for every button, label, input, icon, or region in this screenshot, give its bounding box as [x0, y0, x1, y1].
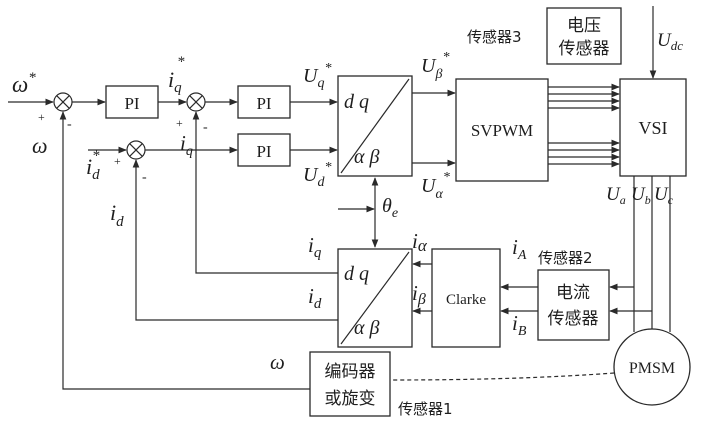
- ub-label: Ub: [631, 184, 651, 207]
- park-iq-label: iq: [308, 233, 322, 261]
- uc-label: Uc: [654, 184, 674, 207]
- q-current-sum-junction: [186, 92, 206, 112]
- pi-speed-label: PI: [124, 94, 139, 113]
- voltage-sensor-line2: 传感器: [559, 39, 610, 59]
- pi-speed-block: [105, 85, 159, 119]
- q-sum-plus: +: [176, 116, 183, 130]
- d-current-sum-junction: [126, 140, 146, 160]
- ibeta-label: iβ: [412, 281, 426, 308]
- sensor3-tag: 传感器3: [467, 28, 522, 46]
- speed-sum-minus: -: [67, 117, 72, 132]
- pmsm-label: PMSM: [629, 360, 675, 377]
- udc-label: Udc: [657, 30, 683, 53]
- encoder-block: [309, 351, 391, 417]
- vsi-block: [619, 78, 687, 177]
- current-sensor-line2: 传感器: [548, 309, 599, 329]
- d-sum-minus: -: [142, 170, 147, 185]
- ia-label: iA: [512, 235, 527, 263]
- signal-lines: [8, 6, 671, 390]
- omega-ref-label: ω*: [12, 70, 36, 97]
- iq-ref-label: iq: [168, 67, 182, 96]
- voltage-sensor-line1: 电压: [567, 16, 601, 36]
- iq-ref-star: *: [177, 54, 185, 70]
- inverse-park-divider: [340, 78, 410, 174]
- inverse-park-bottom-label: α β: [354, 146, 379, 168]
- ib-label: iB: [512, 311, 527, 339]
- id-ref-label: id: [86, 154, 100, 183]
- sensor1-tag: 传感器1: [398, 400, 453, 418]
- park-divider: [340, 251, 410, 345]
- pi-d-label: PI: [256, 142, 271, 161]
- uq-ref-label: Uq*: [303, 61, 331, 91]
- vsi-label: VSI: [638, 118, 667, 138]
- clarke-label: Clarke: [446, 292, 486, 308]
- ua-label: Ua: [606, 184, 626, 207]
- park-top-label: d q: [344, 263, 369, 285]
- id-feedback-label: id: [110, 200, 124, 230]
- current-sensor-line1: 电流: [556, 283, 590, 303]
- d-sum-plus: +: [114, 154, 121, 168]
- park-bottom-label: α β: [354, 317, 379, 339]
- inverse-park-top-label: d q: [344, 91, 369, 113]
- clarke-block: [431, 248, 501, 348]
- q-sum-minus: -: [203, 120, 208, 135]
- iq-feedback-label: iq: [180, 131, 193, 159]
- ualpha-ref-label: Uα*: [421, 170, 450, 202]
- park-id-label: id: [308, 284, 322, 312]
- encoder-line1: 编码器: [325, 362, 376, 382]
- omega-feedback-label: ω: [32, 133, 48, 158]
- encoder-line2: 或旋变: [325, 389, 376, 409]
- ubeta-ref-label: Uβ*: [421, 50, 449, 82]
- pi-q-label: PI: [256, 94, 271, 113]
- id-ref-star: *: [92, 148, 100, 164]
- pi-q-block: [237, 85, 291, 119]
- sensor2-tag: 传感器2: [538, 249, 593, 267]
- ud-ref-label: Ud*: [303, 160, 331, 190]
- svpwm-block: [455, 78, 549, 182]
- ialpha-label: iα: [412, 229, 428, 255]
- current-sensor-block: [537, 269, 610, 341]
- voltage-sensor-block: [546, 7, 622, 65]
- theta-e-label: θe: [382, 195, 398, 221]
- speed-sum-junction: [53, 92, 73, 112]
- pi-d-block: [237, 133, 291, 167]
- speed-sum-plus: +: [38, 110, 45, 124]
- encoder-omega-label: ω: [270, 350, 285, 374]
- svpwm-label: SVPWM: [471, 121, 533, 140]
